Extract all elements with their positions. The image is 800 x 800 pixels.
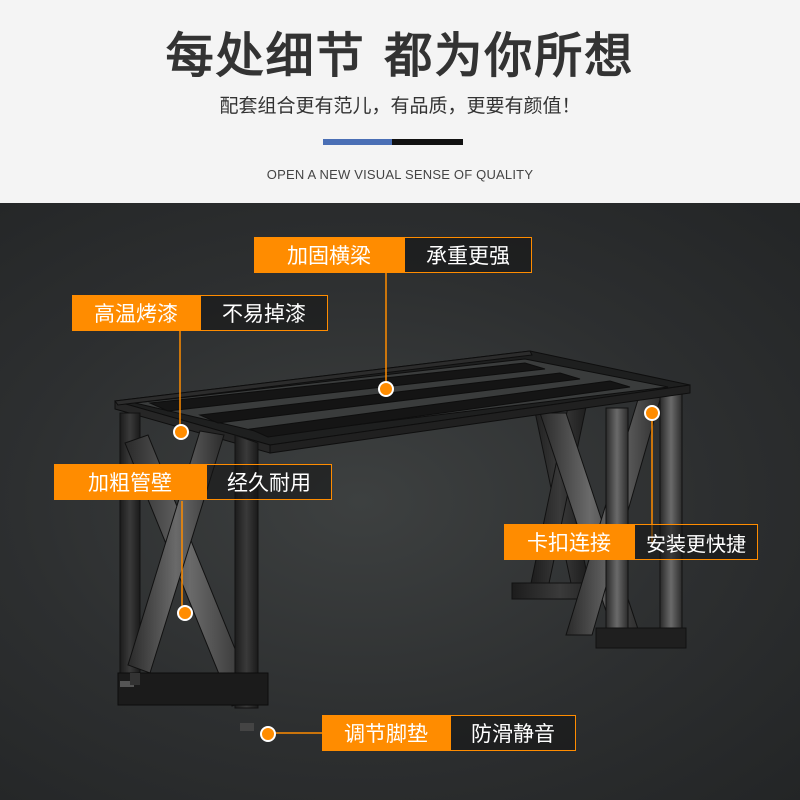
divider-black <box>392 139 463 145</box>
left-leg <box>117 412 269 731</box>
feature-value: 承重更强 <box>404 237 532 273</box>
feature-value: 安装更快捷 <box>634 524 758 560</box>
page-subtitle: 配套组合更有范儿，有品质，更要有颜值！ <box>219 95 581 117</box>
page-title: 每处细节 都为你所想 <box>165 28 635 84</box>
callout-lines <box>179 271 653 734</box>
feature-key: 高温烤漆 <box>72 295 200 331</box>
feature-value: 不易掉漆 <box>200 295 328 331</box>
feature-label-foot-pad: 调节脚垫 防滑静音 <box>322 715 576 751</box>
feature-key: 加粗管壁 <box>54 464 206 500</box>
front-right-leg <box>539 384 687 649</box>
callout-dots <box>173 381 660 742</box>
feature-key: 加固横梁 <box>254 237 404 273</box>
feature-label-paint: 高温烤漆 不易掉漆 <box>72 295 328 331</box>
table-frame-illustration <box>114 271 691 742</box>
feature-key: 调节脚垫 <box>322 715 450 751</box>
top-frame <box>114 350 691 454</box>
tagline: OPEN A NEW VISUAL SENSE OF QUALITY <box>266 167 534 182</box>
product-showcase: 加固横梁 承重更强 高温烤漆 不易掉漆 加粗管壁 经久耐用 卡扣连接 安装更快捷… <box>0 203 800 800</box>
feature-value: 防滑静音 <box>450 715 576 751</box>
feature-label-tube: 加粗管壁 经久耐用 <box>54 464 332 500</box>
feature-key: 卡扣连接 <box>504 524 634 560</box>
feature-value: 经久耐用 <box>206 464 332 500</box>
feature-label-crossbeam: 加固横梁 承重更强 <box>254 237 532 273</box>
divider-blue <box>323 139 392 145</box>
feature-label-clip: 卡扣连接 安装更快捷 <box>504 524 758 560</box>
header-section: 每处细节 都为你所想 配套组合更有范儿，有品质，更要有颜值！ OPEN A NE… <box>0 0 800 203</box>
